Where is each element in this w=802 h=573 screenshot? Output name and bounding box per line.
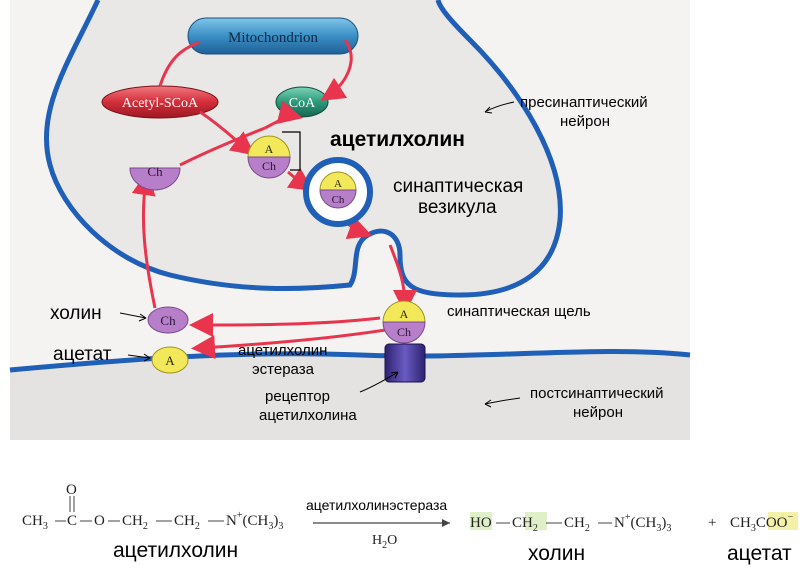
arrow-ch-to-ach — [179, 126, 266, 167]
arrow-ach-to-coa — [264, 100, 303, 130]
presynaptic-neuron-body — [46, 0, 561, 295]
receptor-label-line1: рецептор — [265, 388, 330, 405]
product-choline-name: холин — [528, 542, 585, 565]
vesicle-choline-label: Ch — [332, 194, 345, 206]
reactant-ch2-a: CH2 — [122, 513, 148, 532]
arrow-hydrolysis-to-acetate — [191, 328, 386, 360]
svg-text:N+(CH3)3: N+(CH3)3 — [614, 512, 671, 534]
reactant-ammonium: N+(CH3)3 — [226, 510, 283, 532]
cleft-label: синаптическая щель — [447, 303, 591, 320]
coa-label: CoA — [289, 96, 316, 111]
arrow-mito-to-coa — [320, 39, 353, 101]
receptor-label-line2: ацетилхолина — [259, 407, 357, 424]
water-label: H2O — [372, 533, 397, 551]
ach-acetate-label: A — [265, 142, 274, 156]
mitochondrion-label: Mitochondrion — [228, 30, 318, 46]
choline-cleft-label: Ch — [160, 313, 176, 328]
choline-cleft — [147, 306, 189, 334]
arrow-choline-reuptake — [131, 171, 157, 309]
presynaptic-label-line2: нейрон — [560, 113, 610, 130]
product-acetate-name: ацетат — [727, 542, 792, 565]
acetylcholine-bracket — [282, 131, 301, 171]
reactant-carbonyl-o: O — [66, 482, 77, 498]
cleft-acetate-label: A — [400, 307, 409, 321]
arrow-hydrolysis-to-choline — [189, 312, 381, 337]
acetate-cleft-label: A — [165, 353, 175, 368]
reactant-ester-o: O — [94, 513, 105, 529]
plus-sign: + — [708, 515, 716, 531]
acetate-cleft — [151, 346, 189, 374]
mitochondrion — [187, 17, 359, 55]
acetate-title: ацетат — [53, 344, 112, 365]
postsynaptic-pointer — [484, 397, 521, 405]
vesicle-acetylcholine — [319, 171, 357, 209]
vesicle-label-line1: синаптическая — [393, 176, 523, 197]
svg-text:CH2: CH2 — [564, 515, 590, 534]
cleft-choline-label: Ch — [397, 325, 411, 339]
acetylcholine-title: ацетилхолин — [330, 128, 465, 151]
ach-choline-label: Ch — [262, 159, 276, 173]
choline-cytoplasm-label: Ch — [147, 164, 163, 179]
postsynaptic-neuron-body — [10, 351, 690, 440]
reactant-name: ацетилхолин — [113, 539, 238, 562]
esterase-label-line2: эстераза — [252, 361, 315, 378]
arrow-release-to-cleft — [388, 244, 417, 314]
reaction-equation: CH3 C O O CH2 CH2 N+(CH3)3 ацетилхолин а… — [22, 482, 798, 565]
cleft-acetylcholine — [382, 300, 426, 344]
postsynaptic-label-line2: нейрон — [573, 404, 623, 421]
product-acetate-formula: CH3COO− — [730, 512, 794, 534]
choline-cytoplasm — [129, 167, 181, 191]
vesicle-label-line2: везикула — [418, 197, 497, 218]
acetyl-scoa-label: Acetyl-SCoA — [122, 96, 199, 111]
vesicle-acetate-label: A — [334, 178, 342, 190]
enzyme-label: ацетилхолинэстераза — [306, 497, 447, 513]
receptor-pointer — [359, 371, 399, 393]
presynaptic-pointer — [484, 101, 515, 113]
reactant-formula: CH3 — [22, 513, 48, 532]
postsynaptic-label-line1: постсинаптический — [530, 385, 664, 402]
presynaptic-membrane — [43, 0, 563, 298]
reactant-ch2-b: CH2 — [174, 513, 200, 532]
reactant-carbonyl-c: C — [67, 513, 77, 529]
acetylcholine-molecule — [247, 135, 291, 179]
postsynaptic-membrane — [9, 348, 691, 373]
arrow-mito-to-scoa — [158, 40, 201, 87]
choline-title: холин — [50, 303, 102, 324]
presynaptic-label-line1: пресинаптический — [520, 94, 648, 111]
product-choline-formula: HO — [470, 515, 492, 531]
arrow-scoa-to-ach — [199, 110, 256, 156]
esterase-label-line1: ацетилхолин — [238, 342, 327, 359]
svg-text:CH2: CH2 — [512, 515, 538, 534]
